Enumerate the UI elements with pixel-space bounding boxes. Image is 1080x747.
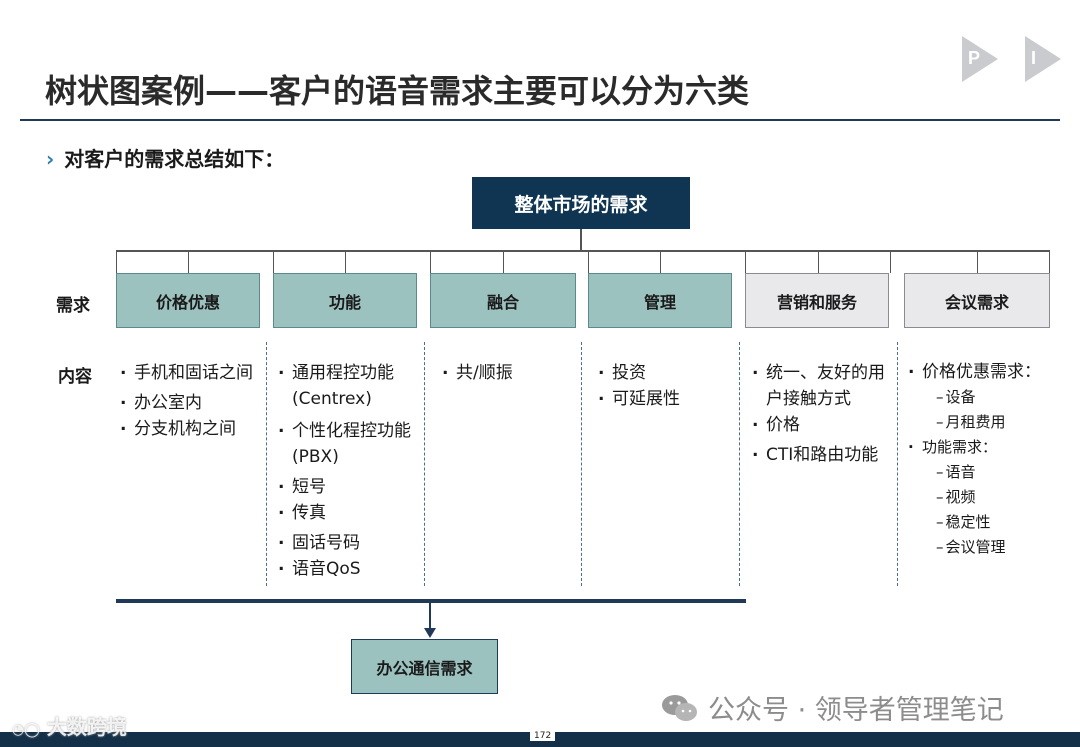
content-column-marketing: 统一、友好的用户接触方式 价格 CTI和路由功能: [750, 356, 890, 468]
arrow-down-icon: [424, 628, 436, 638]
watermark-left-text: 大数跨境: [46, 715, 127, 739]
content-column-management: 投资 可延展性: [596, 356, 726, 412]
content-subitem: 视频: [906, 485, 1056, 510]
badge-i-label: I: [1031, 48, 1037, 68]
content-item: 价格: [750, 408, 890, 438]
content-subitem: 语音: [906, 460, 1056, 485]
category-conference: 会议需求: [904, 273, 1050, 328]
merge-line: [116, 599, 746, 603]
content-item: 手机和固话之间: [118, 356, 258, 386]
content-item: 价格优惠需求：: [906, 356, 1056, 385]
watermark-right-text: 公众号 · 领导者管理笔记: [708, 695, 1004, 726]
content-item: CTI和路由功能: [750, 438, 890, 468]
watermark-left: ◔◯ 大数跨境: [12, 711, 127, 740]
chevron-right-icon: ›: [46, 147, 55, 171]
column-separator: [581, 342, 582, 586]
content-item: 通用程控功能 (Centrex): [276, 356, 418, 412]
content-column-function: 通用程控功能 (Centrex) 个性化程控功能 (PBX) 短号 传真 固话号…: [276, 356, 418, 582]
category-fusion: 融合: [430, 273, 576, 328]
watermark-wechat: 公众号 · 领导者管理笔记: [660, 688, 1004, 727]
content-column-fusion: 共/顺振: [440, 356, 570, 386]
content-item: 投资: [596, 356, 726, 386]
content-item: 功能需求：: [906, 431, 1056, 460]
category-marketing-service: 营销和服务: [745, 273, 889, 328]
content-item: 固话号码: [276, 526, 418, 556]
badge-p-label: P: [968, 48, 981, 68]
watermark-logo-icon: ◔◯: [12, 722, 40, 738]
category-price: 价格优惠: [116, 273, 260, 328]
badge-i: I: [1025, 36, 1061, 82]
content-item: 分支机构之间: [118, 412, 258, 442]
row-label-needs: 需求: [56, 296, 90, 316]
content-item: 短号: [276, 470, 418, 500]
content-item: 语音QoS: [276, 552, 418, 582]
category-function: 功能: [273, 273, 417, 328]
column-separator: [739, 342, 740, 586]
content-column-price: 手机和固话之间 办公室内 分支机构之间: [118, 356, 258, 442]
content-item: 个性化程控功能 (PBX): [276, 414, 418, 470]
content-subitem: 月租费用: [906, 410, 1056, 435]
root-node: 整体市场的需求: [472, 177, 690, 229]
column-separator: [424, 342, 425, 586]
column-separator: [897, 342, 898, 586]
arrow-badge-icon: [962, 36, 998, 82]
title-divider: [20, 119, 1060, 121]
content-subitem: 稳定性: [906, 510, 1056, 535]
wechat-icon: [662, 694, 697, 721]
column-separator: [266, 342, 267, 586]
page-title: 树状图案例——客户的语音需求主要可以分为六类: [45, 72, 750, 110]
content-subitem: 设备: [906, 385, 1056, 410]
subtitle-text: 对客户的需求总结如下：: [64, 147, 285, 171]
badge-p: P: [962, 36, 998, 82]
content-subitem: 会议管理: [906, 535, 1056, 560]
content-item: 共/顺振: [440, 356, 570, 386]
content-item: 办公室内: [118, 386, 258, 416]
page-number: 172: [530, 731, 556, 741]
arrow-badge-icon: [1025, 36, 1061, 82]
result-node: 办公通信需求: [351, 639, 498, 694]
down-arrow-shaft: [429, 603, 431, 630]
content-item: 统一、友好的用户接触方式: [750, 356, 890, 412]
content-item: 传真: [276, 496, 418, 526]
content-item: 可延展性: [596, 382, 726, 412]
category-management: 管理: [588, 273, 732, 328]
content-column-conference: 价格优惠需求： 设备 月租费用 功能需求： 语音 视频 稳定性 会议管理: [906, 356, 1056, 560]
row-label-content: 内容: [58, 367, 92, 387]
subtitle: › 对客户的需求总结如下：: [46, 143, 284, 172]
